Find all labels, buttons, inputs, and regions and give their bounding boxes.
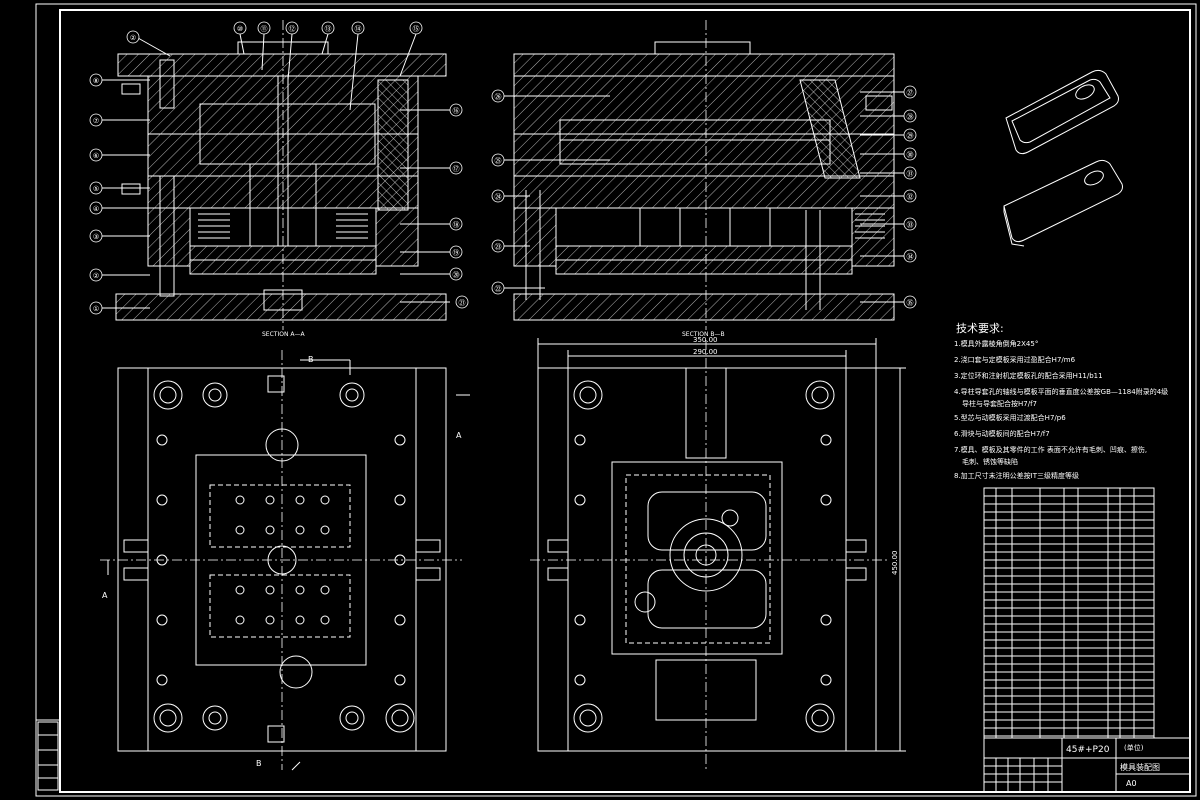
part-number-label: ㉖ [495, 93, 502, 101]
section-b-label: SECTION B—B [682, 331, 725, 338]
tech-requirements: 技术要求: 1.模具外露棱角倒角2X45° 2.浇口套与定模板采用过盈配合H7/… [954, 322, 1168, 480]
tech-req-4: 4.导柱导套孔的轴线与模板平面的垂直度公差按GB—1184附录的4级 [954, 387, 1168, 396]
part-number-label: ㉞ [907, 253, 914, 261]
tech-req-3: 3.定位环和注射机定模板孔的配合采用H11/b11 [954, 371, 1103, 380]
part-number-label: ㉟ [907, 299, 914, 307]
part-number-label: ㉙ [907, 132, 914, 140]
part-balloons-top: ⑩ ⑪ ⑫ ⑬ ⑭ ⑮ [233, 21, 423, 111]
plan-view-fixed-half: 350.00 290.00 450.00 [530, 336, 906, 770]
part-number-label: ④ [93, 205, 99, 213]
product-isometric [1003, 69, 1123, 247]
part-number-label: ⑰ [453, 165, 460, 173]
part-number-label: ㉚ [907, 151, 914, 159]
part-number-label: ㉝ [907, 221, 914, 229]
part-number-label: ⑤ [93, 185, 99, 193]
cut-mark-a-right: A [456, 431, 462, 440]
tech-req-4b: 导柱与导套配合按H7/f7 [962, 399, 1037, 408]
part-number-label: ② [130, 34, 136, 42]
section-a-view: ② ⑧ ⑦ ⑥ ⑤ ④ ③ ② ① ⑩ ⑪ ⑫ ⑬ ⑭ ⑮ [89, 20, 469, 338]
part-number-label: ⑪ [261, 25, 268, 33]
part-number-label: ㉒ [495, 285, 502, 293]
part-number-label: ② [93, 272, 99, 280]
part-number-label: ㉗ [907, 89, 914, 97]
section-a-label: SECTION A—A [262, 331, 305, 338]
tech-req-7: 7.模具、模板及其零件的工作 表面不允许有毛刺、凹痕、擦伤, [954, 445, 1147, 454]
title-unit: (单位) [1124, 743, 1144, 752]
part-number-label: ⑩ [237, 25, 243, 33]
cut-mark-b-top: B [308, 355, 314, 364]
part-number-label: ⑱ [453, 221, 460, 229]
title-material: 45#+P20 [1066, 745, 1110, 755]
part-number-label: ③ [93, 233, 99, 241]
sheet-border [35, 3, 1197, 797]
dimension-width-outer: 350.00 [693, 336, 718, 344]
part-balloons-left: ② ⑧ ⑦ ⑥ ⑤ ④ ③ ② ① [89, 30, 140, 315]
part-number-label: ⑲ [453, 249, 460, 257]
part-number-label: ㉑ [459, 299, 466, 307]
parts-list-table [983, 487, 1155, 739]
part-number-label: ㉓ [495, 243, 502, 251]
part-number-label: ㉘ [907, 113, 914, 121]
tech-req-6: 6.滑块与动模板间的配合H7/f7 [954, 429, 1050, 438]
part-number-label: ⑳ [453, 271, 460, 279]
part-number-label: ⑧ [93, 77, 99, 85]
title-drawing-name: 模具装配图 [1120, 762, 1160, 772]
tech-req-2: 2.浇口套与定模板采用过盈配合H7/m6 [954, 355, 1076, 364]
dimension-width-inner: 290.00 [693, 348, 718, 356]
part-number-label: ㉜ [907, 193, 914, 201]
part-number-label: ㉔ [495, 193, 502, 201]
part-number-label: ㉛ [907, 170, 914, 178]
part-number-label: ① [93, 305, 99, 313]
part-number-label: ⑯ [453, 107, 460, 115]
tech-req-5: 5.型芯与动模板采用过渡配合H7/p6 [954, 413, 1066, 422]
part-number-label: ⑬ [325, 25, 332, 33]
tech-req-8: 8.加工尺寸未注明公差按IT三级精度等级 [954, 471, 1079, 480]
tech-req-7b: 毛刺、锈蚀等缺陷 [962, 457, 1018, 466]
title-sheet-size: A0 [1126, 779, 1137, 788]
cut-mark-b-bottom: B [256, 759, 262, 768]
part-number-label: ⑮ [413, 25, 420, 33]
tech-req-1: 1.模具外露棱角倒角2X45° [954, 339, 1038, 348]
plan-view-moving-half: B B A A [100, 350, 470, 771]
part-number-label: ⑥ [93, 152, 99, 160]
part-balloons-right-a: ⑯ ⑰ ⑱ ⑲ ⑳ ㉑ [400, 103, 469, 309]
dimension-height: 450.00 [891, 551, 899, 576]
title-block: 45#+P20 (单位) 模具装配图 A0 [983, 737, 1191, 793]
cut-mark-a-left: A [102, 591, 108, 600]
part-number-label: ㉕ [495, 157, 502, 165]
part-number-label: ⑭ [355, 25, 362, 33]
tech-requirements-heading: 技术要求: [956, 322, 1004, 335]
part-number-label: ⑫ [289, 25, 296, 33]
part-number-label: ⑦ [93, 117, 99, 125]
